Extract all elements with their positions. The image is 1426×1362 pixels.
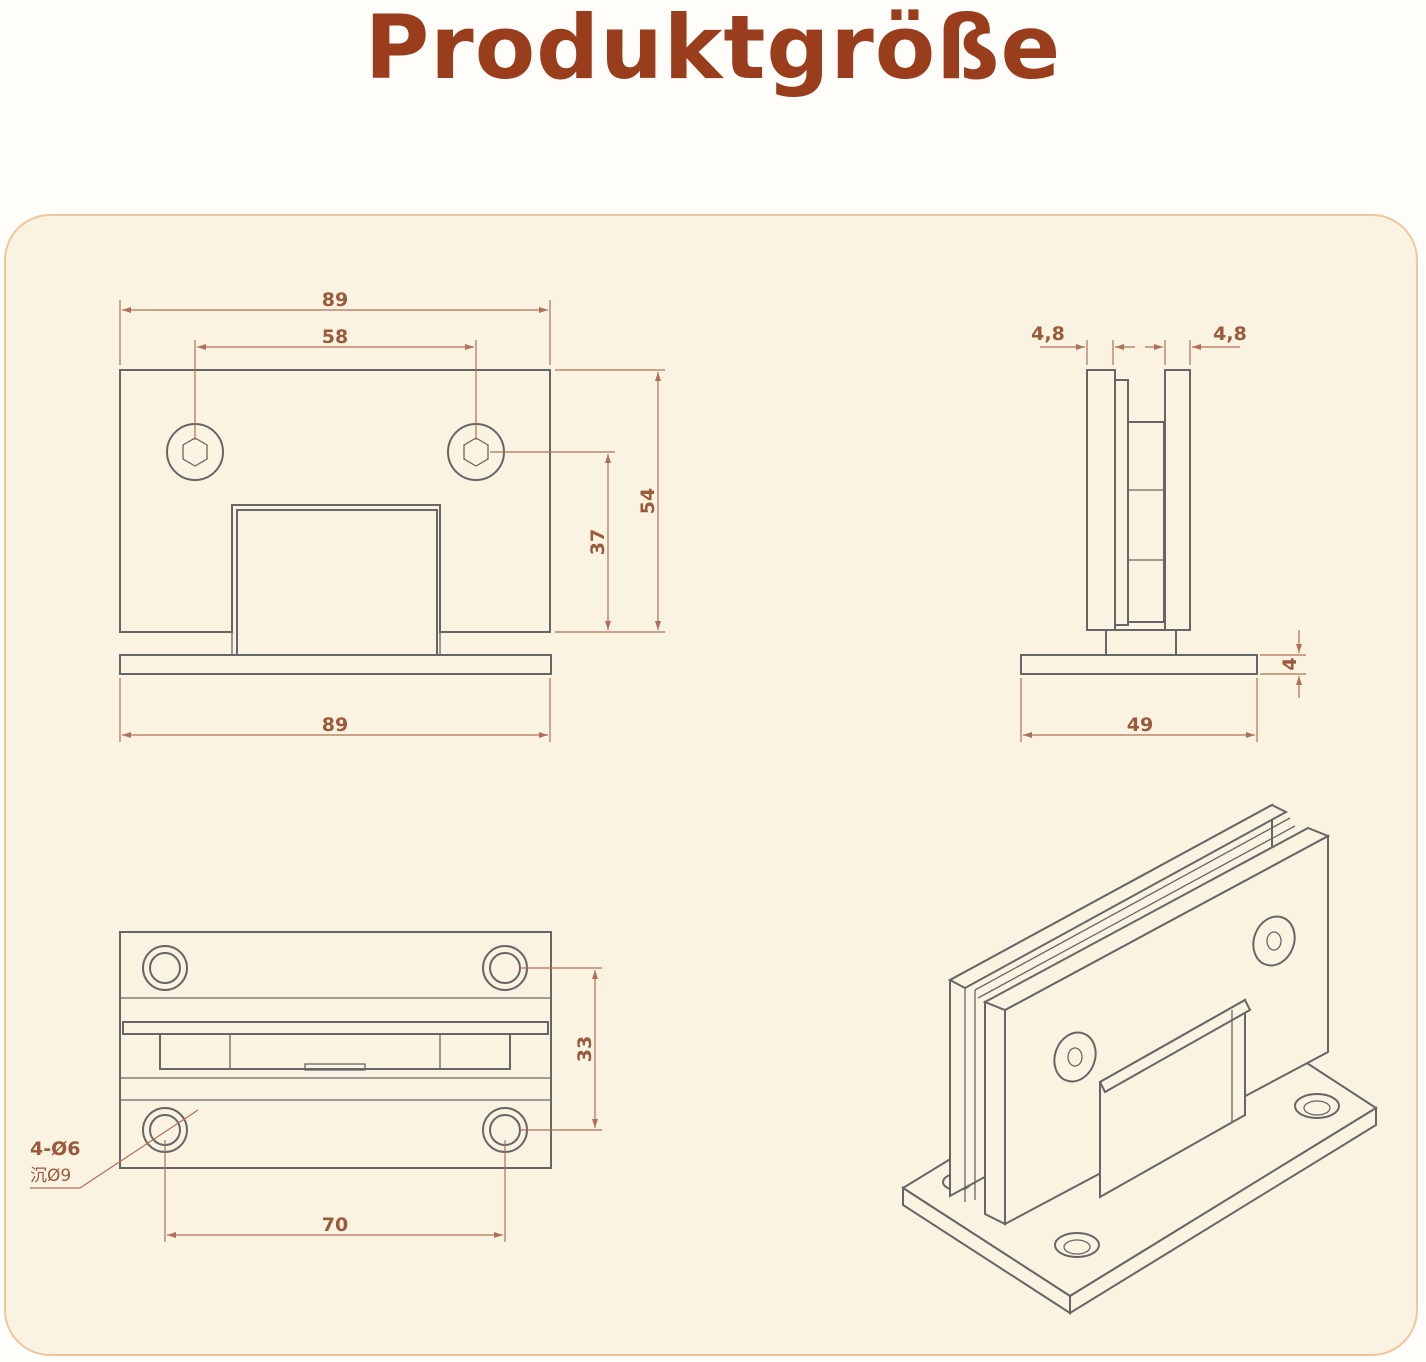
side-base-plate	[1020, 654, 1258, 675]
side-clamp-left	[1086, 369, 1116, 631]
dim-height-total: 54	[637, 488, 659, 514]
bottom-view: 4-Ø6 沉Ø9 33 70	[30, 931, 602, 1242]
isometric-view	[901, 803, 1378, 1315]
dim-thickness-left: 4,8	[1031, 323, 1065, 345]
screw-icon	[1053, 1031, 1097, 1083]
side-clamp-right	[1164, 369, 1191, 631]
dim-hole-spacing: 58	[322, 326, 348, 348]
dim-hole-spacing-y: 33	[574, 1036, 596, 1062]
screw-icon	[1252, 915, 1296, 967]
dim-thickness-right: 4,8	[1213, 323, 1247, 345]
mounting-hole-icon	[142, 1107, 188, 1153]
hole-spec-label: 4-Ø6	[30, 1138, 80, 1160]
dim-width-top: 89	[322, 289, 348, 311]
dim-hole-spacing-x: 70	[322, 1214, 348, 1236]
dim-height-to-hole: 37	[587, 529, 609, 555]
dim-base-thickness: 4	[1279, 657, 1301, 670]
page-title: Produktgröße	[364, 0, 1062, 99]
side-view: 4,8 4,8 4 49	[1020, 323, 1306, 742]
dim-width-base: 89	[322, 714, 348, 736]
front-hinge-block	[236, 509, 438, 656]
front-base-plate	[119, 654, 552, 675]
mounting-hole-icon	[142, 945, 188, 991]
front-view: 89 58 54 37 89	[119, 289, 665, 742]
dim-base-width: 49	[1127, 714, 1153, 736]
mounting-hole-icon	[482, 945, 528, 991]
countersink-label: 沉Ø9	[30, 1166, 71, 1186]
